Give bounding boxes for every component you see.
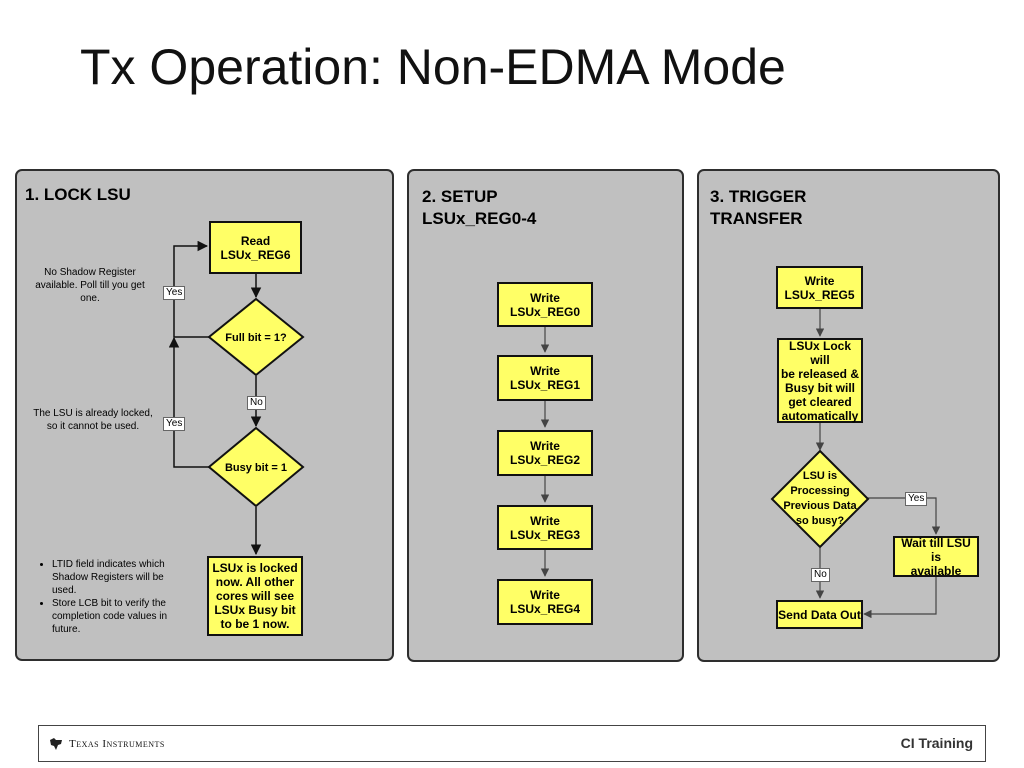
svg-text:Previous Data: Previous Data (783, 500, 857, 512)
note-no-shadow-register: No Shadow Register available. Poll till … (35, 267, 145, 304)
decision-full-bit-label: Full bit = 1? (225, 332, 287, 344)
bullet-lcb: Store LCB bit to verify the completion c… (52, 597, 182, 636)
panel-lock-lsu-title: 1. LOCK LSU (25, 185, 131, 204)
read-lsux-reg6-box: Read LSUx_REG6 (209, 221, 302, 274)
bullet-ltid: LTID field indicates which Shadow Regist… (52, 558, 182, 597)
lock-release-box: LSUx Lock will be released & Busy bit wi… (777, 338, 863, 423)
panel-setup-title: 2. SETUP LSUx_REG0-4 (422, 187, 537, 228)
note-lsu-already-locked: The LSU is already locked, so it cannot … (33, 408, 153, 432)
label-yes-lsu-busy: Yes (905, 492, 928, 506)
panel-trigger-title: 3. TRIGGER TRANSFER (710, 187, 807, 228)
footer-logo-text: Texas Instruments (69, 738, 165, 750)
texas-instruments-logo-icon (50, 738, 62, 750)
decision-lsu-busy: LSU is Processing Previous Data so busy? (770, 449, 870, 549)
slide-title: Tx Operation: Non-EDMA Mode (80, 39, 786, 95)
decision-busy-bit-label: Busy bit = 1 (225, 462, 287, 474)
label-yes-busy: Yes (163, 417, 186, 431)
label-no-full: No (247, 396, 266, 410)
svg-text:Processing: Processing (790, 485, 849, 497)
footer-ci-training: CI Training (900, 735, 973, 751)
label-yes-full: Yes (163, 286, 186, 300)
lsux-locked-box: LSUx is locked now. All other cores will… (207, 556, 303, 636)
panel1-bullet-list: LTID field indicates which Shadow Regist… (30, 558, 182, 636)
svg-text:so busy?: so busy? (796, 515, 845, 527)
footer-bar: Texas Instruments CI Training (38, 725, 986, 762)
svg-text:LSU is: LSU is (803, 470, 837, 482)
decision-full-bit: Full bit = 1? (207, 297, 305, 377)
label-no-lsu-busy: No (811, 568, 830, 582)
send-data-out-box: Send Data Out (776, 600, 863, 629)
decision-busy-bit: Busy bit = 1 (207, 426, 305, 508)
